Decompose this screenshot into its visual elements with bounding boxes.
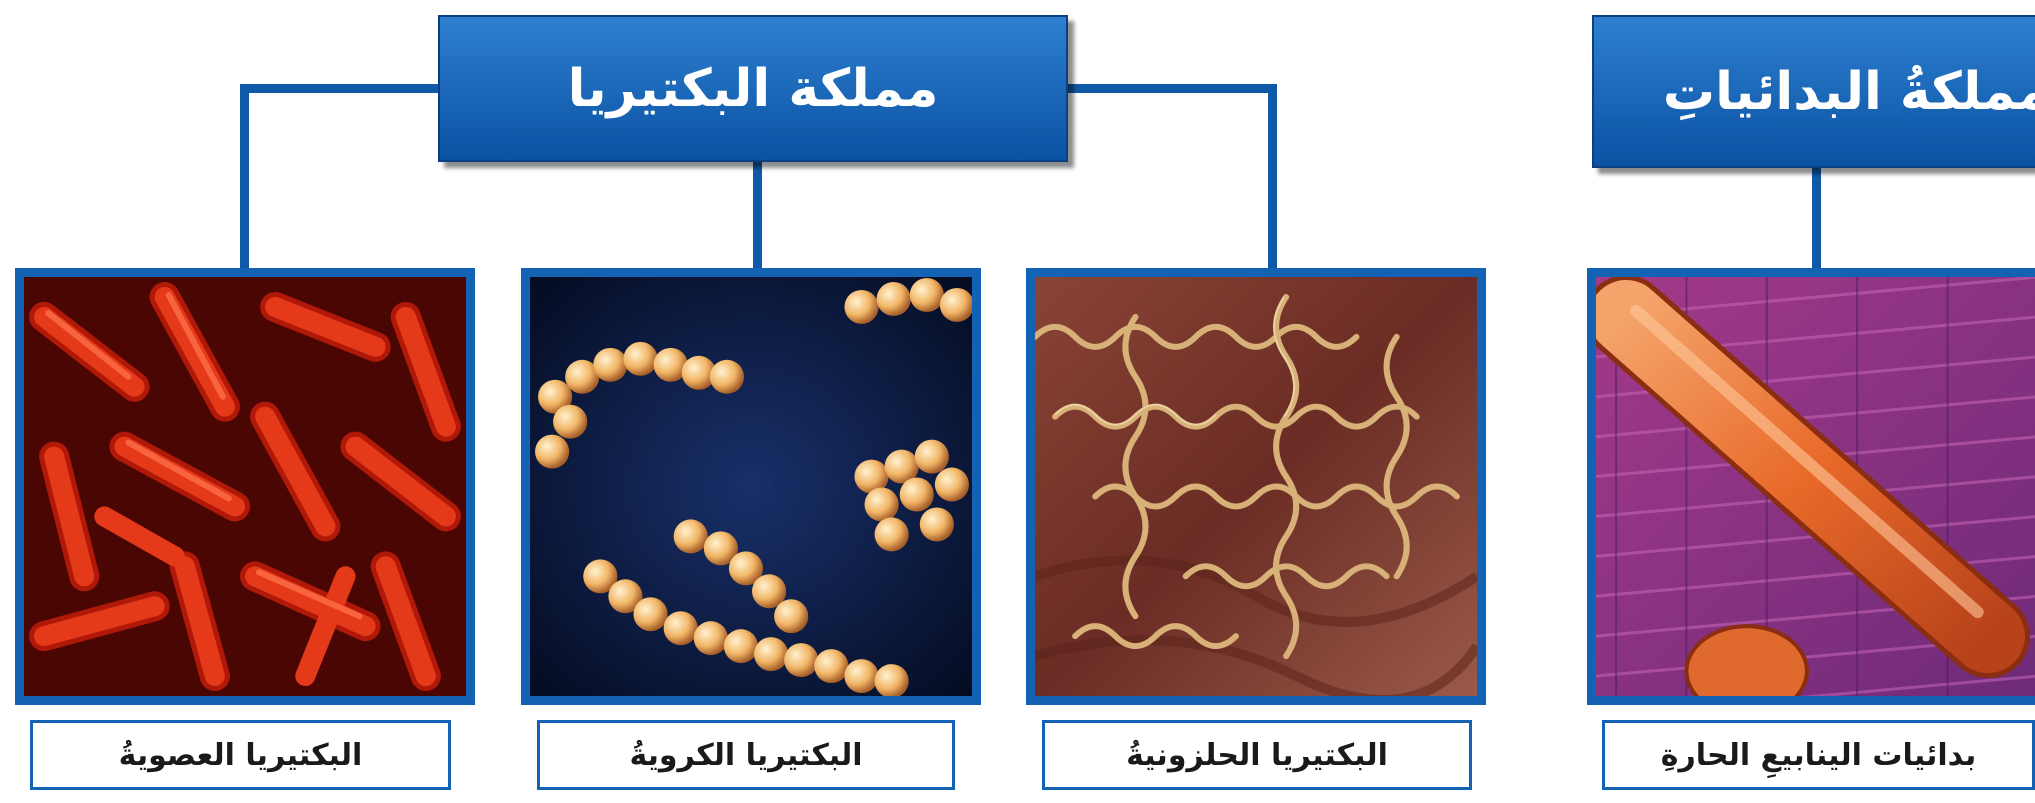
caption-hot-spring-archaea: بدائيات الينابيعِ الحارةِ — [1602, 720, 2035, 790]
caption-spherical-bacteria: البكتيريا الكرويةُ — [537, 720, 955, 790]
archaea-kingdom-title: مملكةُ البدائياتِ — [1592, 15, 2035, 168]
archaea-image — [1596, 277, 2035, 696]
connector-bacteria-middle-vertical — [753, 160, 762, 270]
connector-bacteria-right-horizontal — [1065, 84, 1277, 93]
bacteria-kingdom-title: مملكة البكتيريا — [438, 15, 1068, 162]
connector-bacteria-left-vertical — [240, 84, 249, 270]
caption-spiral-bacteria: البكتيريا الحلزونيةُ — [1042, 720, 1472, 790]
caption-rod-bacteria: البكتيريا العصويةُ — [30, 720, 451, 790]
spiral-bacteria-photo — [1026, 268, 1486, 705]
spiral-bacteria-image — [1035, 277, 1477, 696]
spherical-bacteria-image — [530, 277, 972, 696]
connector-archaea-vertical — [1812, 166, 1821, 270]
connector-bacteria-left-horizontal — [240, 84, 440, 93]
archaea-photo — [1587, 268, 2035, 705]
connector-bacteria-right-vertical — [1268, 84, 1277, 270]
rod-bacteria-photo — [15, 268, 475, 705]
rod-bacteria-image — [24, 277, 466, 696]
spherical-bacteria-photo — [521, 268, 981, 705]
